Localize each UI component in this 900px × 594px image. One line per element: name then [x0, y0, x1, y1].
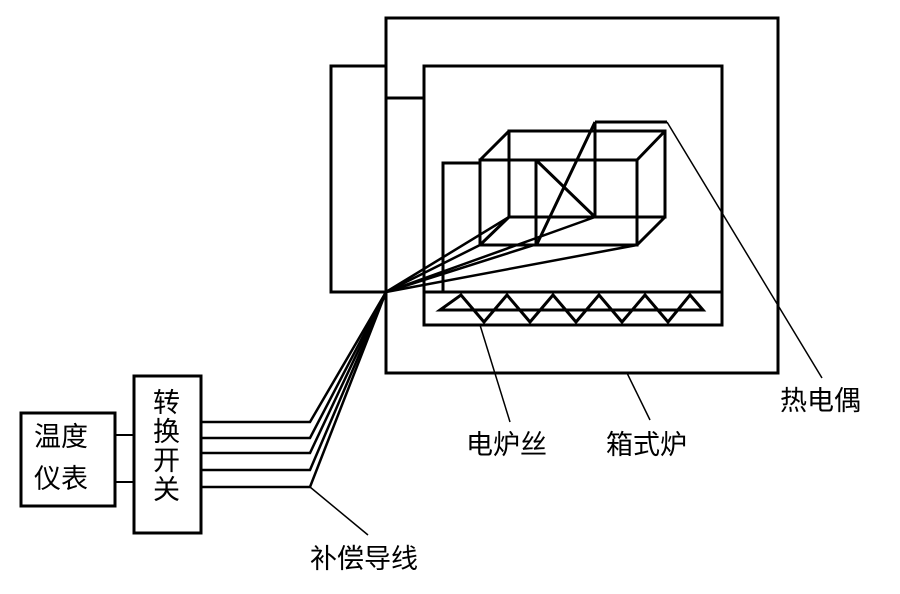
meter-switch-connectors	[115, 434, 134, 483]
heating-wire-label: 电炉丝	[466, 430, 547, 461]
furnace-chamber	[422, 64, 724, 327]
thermocouple-leads	[385, 215, 638, 294]
meter-box	[19, 411, 117, 508]
compensation-wire-label: 补偿导线	[310, 544, 418, 575]
switch-box	[132, 374, 203, 535]
leader-lines	[309, 121, 823, 536]
thermocouple-label: 热电偶	[780, 386, 861, 417]
compensation-wires	[201, 291, 388, 489]
box-furnace-label: 箱式炉	[606, 430, 687, 461]
workpiece-cube	[441, 120, 667, 292]
meter-label-line2: 仪表	[34, 464, 88, 495]
heating-coil	[435, 292, 707, 325]
switch-label: 转换开关	[148, 388, 179, 504]
furnace-door	[329, 64, 424, 294]
meter-label-line1: 温度	[34, 422, 88, 453]
box-furnace-outer	[384, 16, 780, 375]
